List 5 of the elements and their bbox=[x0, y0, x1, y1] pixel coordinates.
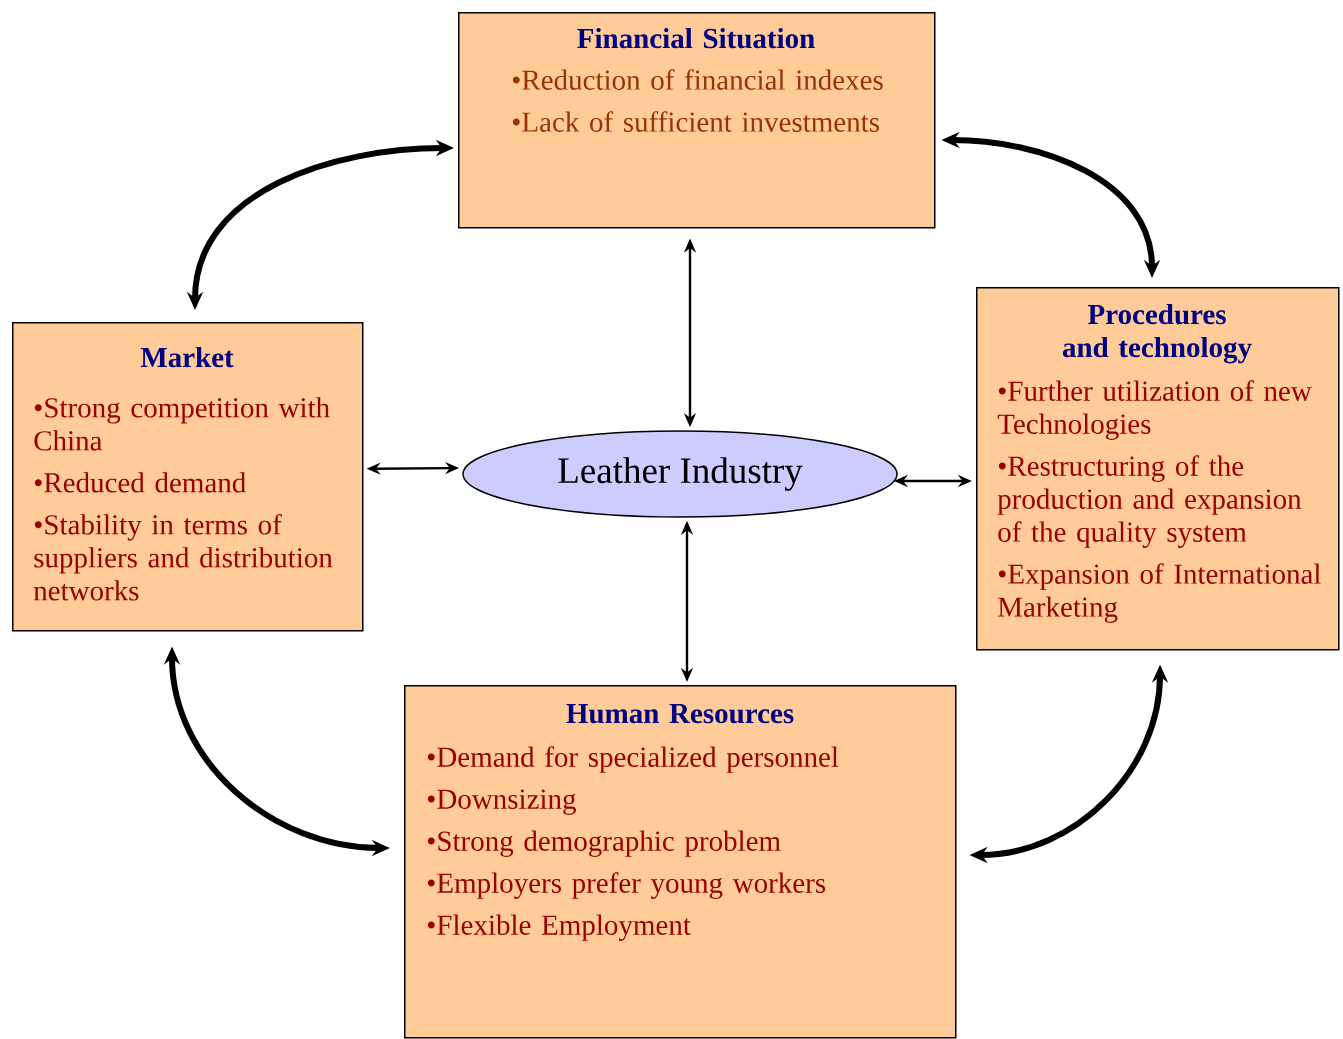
text-box: Financial Situation •Reduction of financial indexes •Lack of sufficient investments bbox=[458, 12, 936, 229]
text-box: Procedures and technology •Further utilization of new Technologies •Restructuring of the production and expansion of the quality system •Expansion of International Marketing bbox=[976, 287, 1340, 651]
text-box: Market •Strong competition with China •Reduced demand •Stability in terms of suppliers and distribution networks bbox=[12, 322, 364, 632]
ellipse-node: Leather Industry bbox=[462, 430, 898, 518]
text-box: Human Resources •Demand for specialized personnel •Downsizing •Strong demographic problem •Employers prefer young workers •Flexible Employment bbox=[404, 685, 957, 1039]
